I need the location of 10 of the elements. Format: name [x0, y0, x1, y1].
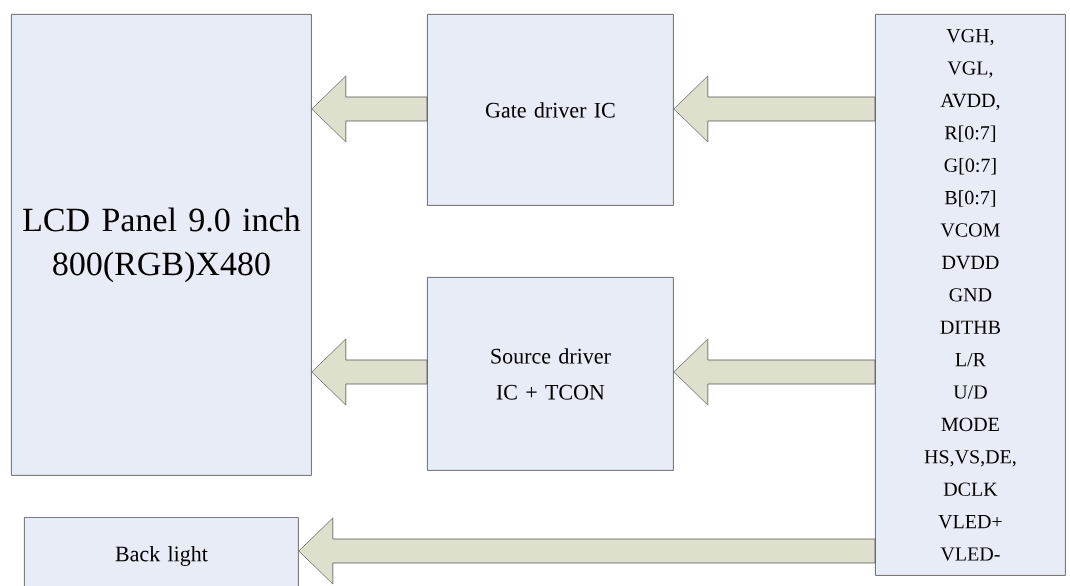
block-box: Source driver IC + TCON: [427, 277, 674, 471]
block-box: VGH, VGL, AVDD, R[0:7] G[0:7] B[0:7] VCOM DVDD GND DITHB L/R U/D MODE HS,VS,DE, DCLK VLED+ VLED-: [875, 14, 1066, 576]
block-arrow: [311, 75, 428, 143]
block-arrow: [673, 338, 876, 406]
block-arrow: [298, 517, 876, 585]
block-box: Back light: [24, 517, 299, 586]
block-arrow: [673, 75, 876, 143]
block-arrow: [311, 338, 428, 406]
block-box: LCD Panel 9.0 inch 800(RGB)X480: [11, 14, 312, 476]
block-box: Gate driver IC: [427, 14, 674, 206]
